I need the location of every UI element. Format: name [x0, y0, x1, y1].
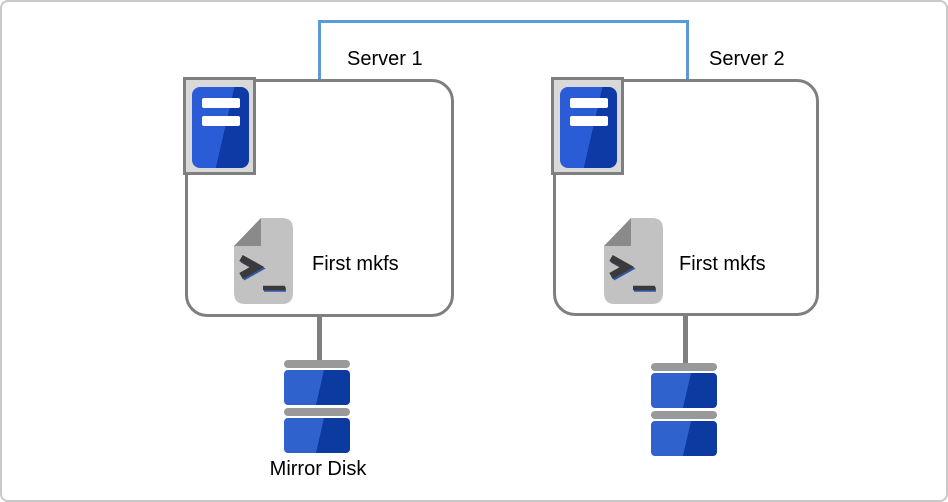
script-file-icon: [234, 218, 293, 304]
mirror-disk-label: Mirror Disk: [269, 458, 367, 480]
disk-platter: [284, 418, 350, 453]
server2-command-label: First mkfs: [679, 253, 766, 275]
disk-cap: [651, 411, 717, 419]
server2-disk-connector: [683, 314, 688, 364]
disk-platter: [651, 373, 717, 408]
server-icon-slot: [202, 116, 240, 126]
disk-platter: [651, 421, 717, 456]
server-icon-slot: [202, 98, 240, 108]
mirror-disk-icon: [284, 360, 350, 453]
server-icon-screen: [560, 87, 617, 168]
interconnect-line-right: [686, 20, 689, 79]
mirror-disk-icon: [651, 363, 717, 456]
disk-cap: [284, 360, 350, 368]
server-icon: [551, 77, 624, 175]
server-icon-screen: [192, 87, 249, 168]
server1-label: Server 1: [347, 48, 423, 70]
server-icon: [183, 77, 256, 175]
disk-cap: [651, 363, 717, 371]
disk-platter: [284, 370, 350, 405]
server-icon-slot: [570, 98, 608, 108]
disk-cap: [284, 408, 350, 416]
script-file-icon: [604, 218, 663, 304]
server1-command-label: First mkfs: [312, 253, 399, 275]
server-icon-slot: [570, 116, 608, 126]
server1-disk-connector: [317, 315, 322, 362]
interconnect-line-horizontal: [318, 20, 689, 23]
server2-label: Server 2: [709, 48, 785, 70]
interconnect-line-left: [318, 20, 321, 79]
